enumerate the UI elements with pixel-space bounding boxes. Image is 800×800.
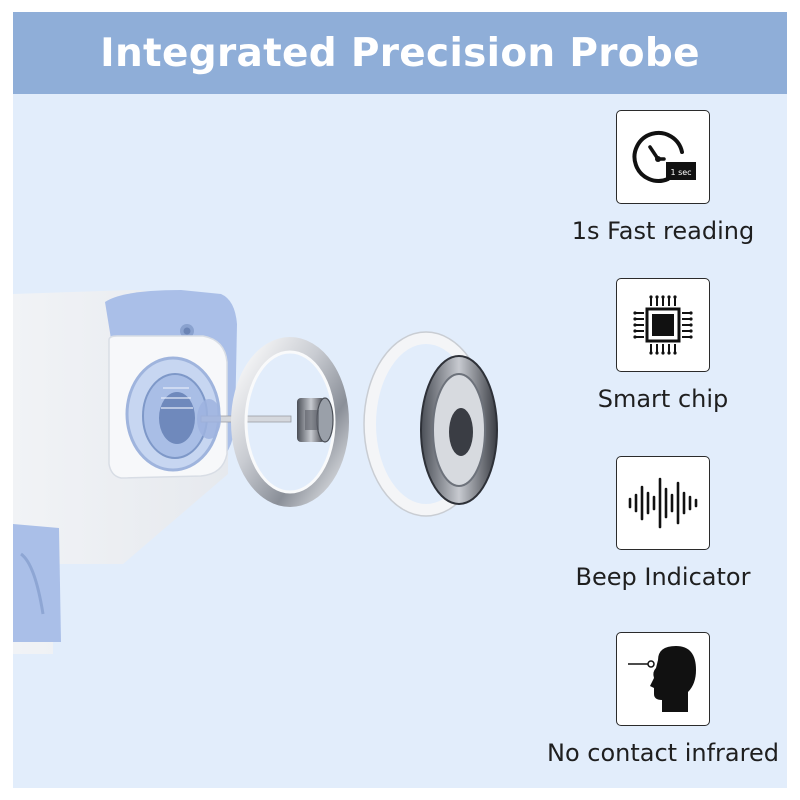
feature-icon-box bbox=[616, 632, 710, 726]
feature-label: 1s Fast reading bbox=[571, 217, 755, 245]
feature-icon-box bbox=[616, 278, 710, 372]
probe-ring-front bbox=[231, 337, 349, 507]
thermometer-body bbox=[13, 290, 237, 654]
feature-no-contact-infrared: No contact infrared bbox=[533, 632, 787, 767]
chip-icon bbox=[633, 295, 693, 355]
feature-fast-reading: 1 sec 1s Fast reading bbox=[533, 110, 787, 245]
sensor-capsule bbox=[297, 397, 334, 443]
sound-wave-icon bbox=[628, 477, 698, 529]
head-profile-icon bbox=[628, 646, 696, 712]
probe-cap bbox=[363, 331, 498, 517]
feature-icon-box bbox=[616, 456, 710, 550]
banner-title: Integrated Precision Probe bbox=[100, 30, 700, 76]
feature-beep-indicator: Beep Indicator bbox=[533, 456, 787, 591]
feature-label: Smart chip bbox=[597, 385, 729, 413]
feature-label: Beep Indicator bbox=[575, 563, 751, 591]
feature-label: No contact infrared bbox=[547, 739, 779, 767]
thermometer-probe-illustration bbox=[13, 290, 498, 654]
feature-icon-box: 1 sec bbox=[616, 110, 710, 204]
stopwatch-icon: 1 sec bbox=[632, 130, 696, 183]
title-banner: Integrated Precision Probe bbox=[13, 12, 787, 94]
feature-smart-chip: Smart chip bbox=[533, 278, 787, 413]
product-canvas: Integrated Precision Probe bbox=[13, 12, 787, 788]
stopwatch-badge: 1 sec bbox=[670, 168, 691, 177]
